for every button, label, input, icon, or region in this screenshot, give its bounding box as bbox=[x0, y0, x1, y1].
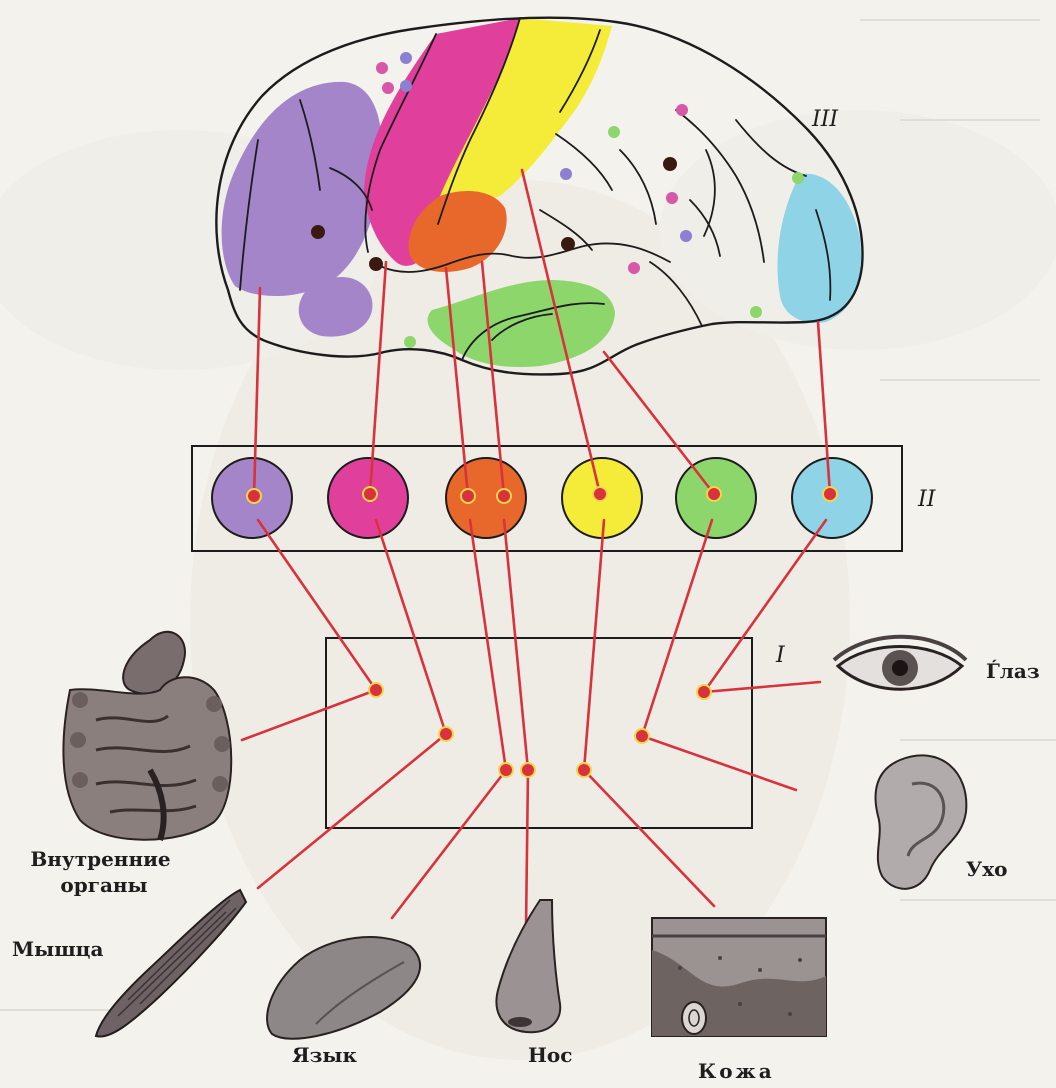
nucleus-taste bbox=[446, 458, 526, 538]
label-nose: Нос bbox=[528, 1043, 572, 1067]
level-label-cortex: III bbox=[811, 107, 839, 132]
label-skin: Кожа bbox=[698, 1059, 775, 1083]
label-muscle: Мышца bbox=[12, 937, 103, 961]
label-eye: Ѓлаз bbox=[986, 659, 1040, 683]
label-internal-organs: Внутренние органы bbox=[30, 847, 177, 897]
label-tongue: Язык bbox=[292, 1043, 357, 1067]
eye-icon bbox=[834, 637, 966, 690]
label-internal-organs-line2: органы bbox=[60, 873, 147, 897]
skin-icon bbox=[652, 918, 826, 1036]
level-label-subcortex: II bbox=[917, 487, 937, 512]
background-ghost bbox=[0, 20, 1056, 1060]
label-internal-organs-line1: Внутренние bbox=[30, 847, 170, 871]
muscle-icon bbox=[96, 890, 246, 1037]
level-label-receptors: I bbox=[775, 643, 786, 668]
label-ear: Ухо bbox=[966, 857, 1008, 881]
ear-icon bbox=[876, 755, 967, 888]
